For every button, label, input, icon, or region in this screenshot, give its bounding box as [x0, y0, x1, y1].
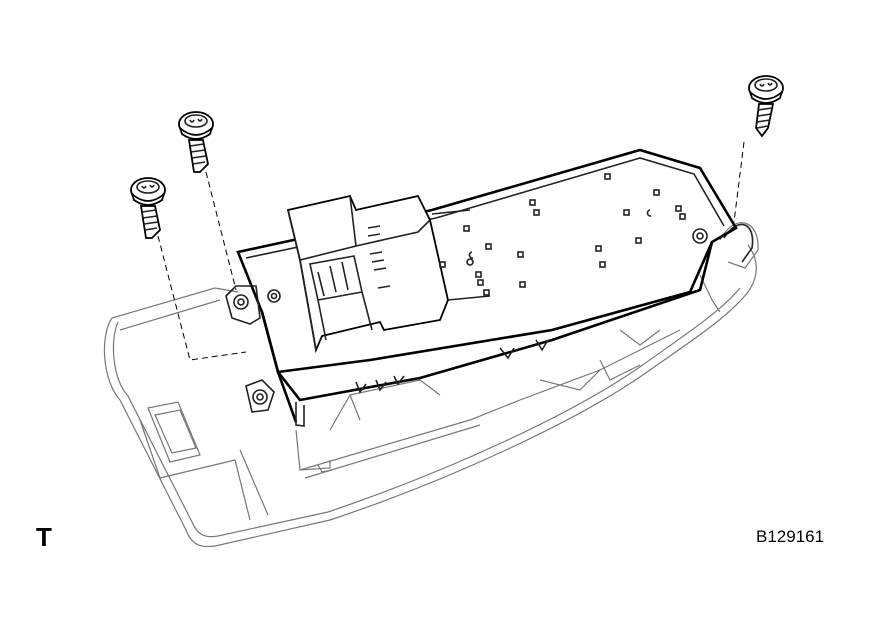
armrest-trim-base: [103, 222, 759, 548]
tapping-screw-icon: [748, 75, 784, 138]
tapping-screw-icon: [130, 177, 166, 239]
tapping-screw-icon: [178, 111, 214, 173]
installation-guide-lines: [157, 141, 745, 361]
switch-connector-block: [286, 194, 491, 354]
switch-button-markers: [439, 173, 686, 296]
power-window-switch-assembly: [225, 148, 738, 427]
figure-code: B129161: [756, 527, 825, 546]
view-orientation-mark: T: [36, 522, 52, 552]
